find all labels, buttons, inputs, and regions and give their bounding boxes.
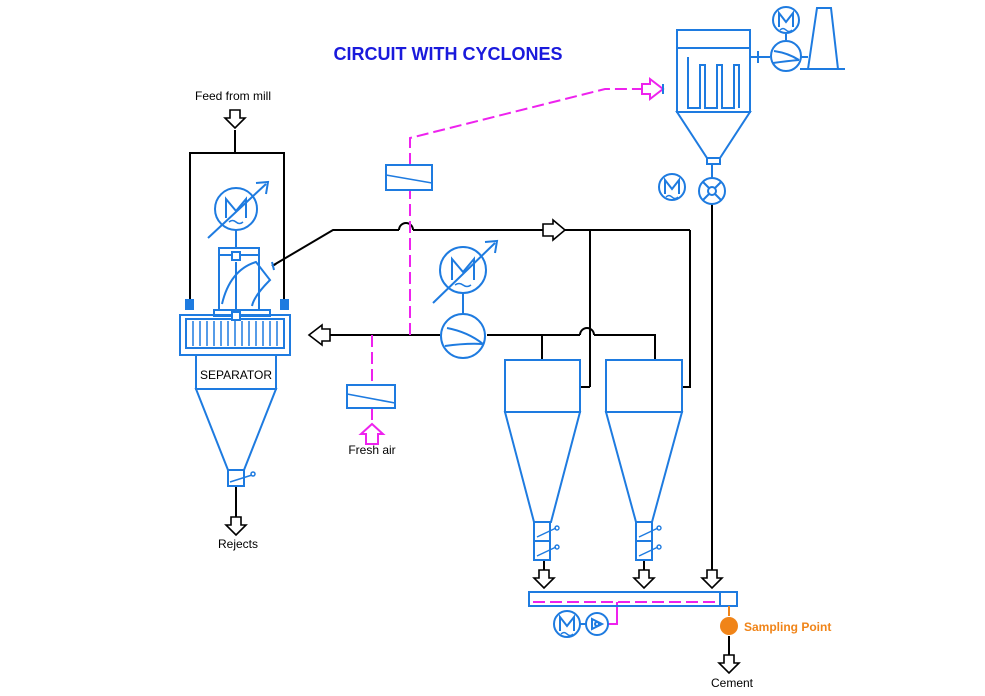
diagram-title: CIRCUIT WITH CYCLONES — [334, 44, 563, 64]
sampling-point-label: Sampling Point — [744, 620, 831, 634]
cyclone-1 — [503, 359, 582, 561]
filter-discharge-arrow — [701, 569, 723, 589]
filter-fan — [770, 34, 808, 72]
filter-fan-motor-icon — [772, 6, 800, 34]
rotary-valve-motor-icon — [658, 173, 686, 201]
return-flow-arrow — [307, 323, 331, 347]
fresh-air-label: Fresh air — [348, 443, 395, 457]
cyclone1-discharge-arrow — [533, 569, 555, 589]
damper-top — [385, 164, 433, 191]
separator: SEPARATOR — [179, 180, 291, 487]
cyclone2-discharge-arrow — [633, 569, 655, 589]
bag-filter — [662, 29, 770, 165]
feed-label: Feed from mill — [195, 89, 271, 103]
process-lines — [189, 130, 730, 655]
conveyor-blower-icon — [579, 612, 609, 636]
damper-fresh-air — [346, 384, 396, 409]
flow-arrows — [224, 109, 740, 674]
stack — [800, 7, 845, 70]
air-lines — [371, 88, 720, 603]
cement-label: Cement — [711, 676, 754, 690]
feed-arrow — [224, 109, 246, 129]
rotary-valve — [698, 164, 726, 205]
cement-arrow — [718, 654, 740, 674]
header-flow-arrow — [542, 218, 567, 242]
conveyor — [528, 591, 738, 616]
equipment: SEPARATOR — [179, 6, 845, 638]
fan-motor-icon — [432, 239, 499, 304]
sampling-point-marker — [720, 617, 738, 635]
drive-link-line — [608, 602, 618, 625]
filter-inlet-arrow — [641, 76, 665, 102]
rejects-label: Rejects — [218, 537, 258, 551]
conveyor-motor-icon — [553, 610, 581, 638]
cyclone-2 — [604, 359, 684, 561]
rejects-arrow — [225, 516, 247, 536]
separator-motor-icon — [207, 180, 270, 239]
main-fan — [440, 290, 486, 359]
separator-label: SEPARATOR — [200, 368, 272, 382]
fresh-air-arrow — [358, 422, 386, 445]
